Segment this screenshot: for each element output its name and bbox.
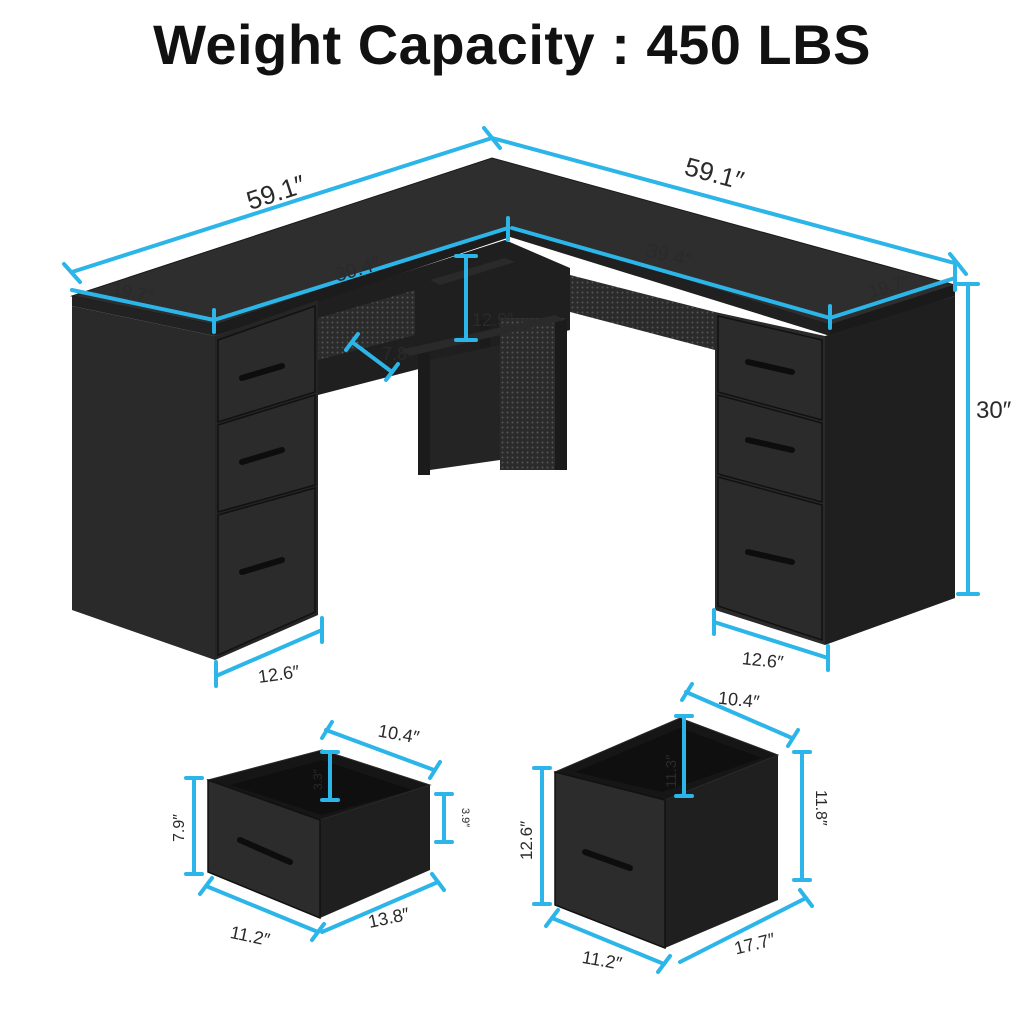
label-file-drawer-front-height: 12.6″: [517, 821, 536, 860]
label-file-drawer-front-width: 11.2″: [581, 947, 625, 974]
dim-line-right-pedestal-width: [712, 620, 830, 660]
label-shelf-depth: 7.8″: [382, 344, 414, 364]
label-right-pedestal-width: 12.6″: [741, 648, 785, 672]
small-drawer-box-right: [320, 785, 430, 918]
label-desk-height: 30″: [976, 397, 1012, 424]
label-left-pedestal-width: 12.6″: [257, 661, 301, 687]
drawer-handle: [745, 437, 795, 453]
desk-back-panel: [318, 240, 570, 395]
label-file-drawer-side-height: 11.8″: [812, 790, 829, 826]
file-drawer-inner: [575, 728, 762, 792]
small-drawer-inner: [230, 760, 412, 815]
dim-line-file-drawer-front-width: [550, 916, 666, 966]
label-small-drawer-front-width: 11.2″: [228, 922, 272, 950]
drawer-left-top[interactable]: [217, 304, 316, 424]
small-drawer-illustration: [206, 749, 432, 920]
drawer-handle: [582, 849, 633, 871]
drawer-handle: [745, 359, 795, 375]
drawer-right-middle[interactable]: [717, 394, 823, 503]
left-pedestal-side: [72, 306, 215, 660]
drawer-handle: [239, 447, 285, 465]
mesh-panel-right: [570, 275, 715, 350]
dim-line-left-pedestal-width: [214, 628, 324, 678]
dim-line-desk-left-depth: [70, 288, 216, 322]
drawer-handle: [239, 557, 285, 575]
dim-line-small-drawer-depth: [320, 880, 440, 934]
label-small-drawer-width: 10.4″: [377, 721, 422, 748]
mesh-panel-left: [318, 290, 415, 360]
weight-capacity-title: Weight Capacity : 450 LBS: [153, 13, 871, 76]
dim-line-small-drawer-front-width: [204, 884, 320, 934]
dim-line-desk-right-depth: [828, 276, 957, 320]
center-leg-right: [555, 320, 567, 470]
center-shelf: [400, 315, 565, 356]
upper-shelf: [430, 258, 515, 285]
center-shelf-side: [500, 318, 565, 470]
drawer-handle: [745, 549, 795, 565]
dim-line-shelf-depth: [350, 340, 394, 374]
desk-top-edge-inner-right: [510, 226, 830, 336]
dim-line-file-drawer-width: [684, 690, 794, 740]
file-drawer-illustration: [553, 717, 780, 950]
dimension-lines: [62, 126, 980, 974]
drawer-left-bottom[interactable]: [217, 487, 316, 657]
dimension-labels: 59.1″ 59.1″ 19.7″ 19.7″ 39.4″ 39.4″ 12.9…: [110, 151, 1012, 974]
label-small-drawer-side-height: 3.9″: [459, 808, 471, 827]
drawer-handle: [239, 363, 285, 381]
left-pedestal-drawers: [217, 304, 316, 657]
label-small-drawer-front-height: 7.9″: [171, 814, 188, 842]
desk-top-edge-right: [830, 285, 955, 336]
center-leg-left: [418, 345, 430, 475]
desk-top-edge-left: [72, 296, 215, 336]
center-panel: [430, 345, 500, 470]
dim-line-file-drawer-depth: [678, 896, 808, 964]
label-file-drawer-width: 10.4″: [717, 688, 761, 712]
dim-line-inner-right: [510, 226, 832, 320]
drawer-handle: [237, 837, 293, 865]
desk-top-edge-inner-left: [215, 226, 510, 336]
dim-line-desk-right-length: [490, 136, 960, 266]
dim-line-desk-left-length: [70, 136, 494, 274]
label-shelf-height: 12.9″: [472, 310, 514, 330]
right-pedestal-side: [825, 296, 955, 645]
label-file-drawer-inner-height: 11.3″: [663, 754, 680, 788]
right-pedestal-drawers: [717, 315, 823, 642]
label-desk-right-length: 59.1″: [682, 151, 748, 195]
l-shaped-desk: [70, 157, 957, 660]
label-small-drawer-inner-height: 3.3″: [311, 768, 325, 790]
file-drawer-box-right: [665, 755, 778, 948]
dim-line-inner-left: [212, 226, 510, 322]
dim-line-small-drawer-width: [324, 728, 436, 772]
